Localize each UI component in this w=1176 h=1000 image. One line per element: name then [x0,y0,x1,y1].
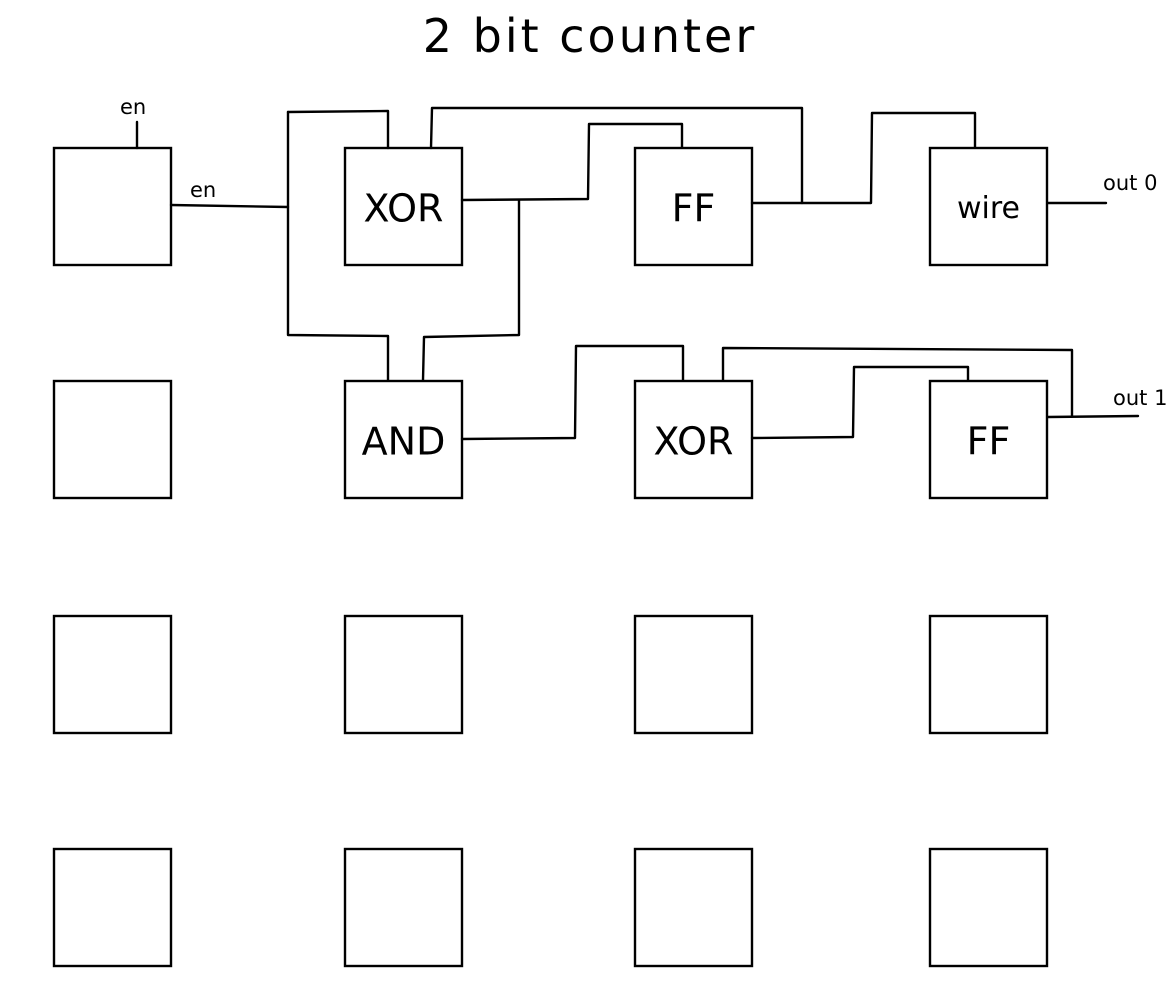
cell-box [52,146,173,267]
cell-empty-block [52,379,173,500]
cell-box [928,379,1049,500]
cell-box [633,379,754,500]
cell-box [52,847,173,968]
pin-label-out1: out 1 [1113,386,1167,410]
cell-empty-block [52,614,173,735]
cell-label: XOR [364,187,444,231]
cell-box [343,614,464,735]
cell-empty-block [633,614,754,735]
cell-box [343,146,464,267]
cell-xor-block: XOR [633,379,754,500]
cell-wire-block: wire [928,146,1049,267]
cell-box [928,847,1049,968]
wire-ff0-to-wire [750,111,977,205]
wire-en-to-bus [169,203,290,209]
cell-box [52,379,173,500]
cell-label: wire [957,191,1020,226]
cell-and-block: AND [343,379,464,500]
cell-box [52,614,173,735]
wire-xor0-to-and [421,198,521,382]
wire-xor0-to-ff0 [460,122,684,202]
wire-xor1-to-ff1 [750,365,970,440]
cell-empty-block [343,847,464,968]
wire-en-to-xor0 [286,109,390,150]
cell-box [343,847,464,968]
wire-out1 [1046,414,1140,419]
cell-ff-block: FF [928,379,1049,500]
cell-label: XOR [654,420,734,464]
cell-label: FF [967,420,1011,464]
diagram-title: 2 bit counter [423,9,758,63]
pin-label-en-top: en [120,95,146,119]
cell-box [633,614,754,735]
wire-en-bus [286,110,390,382]
pin-label-out0: out 0 [1103,171,1157,195]
cell-label: AND [362,420,446,464]
cell-box [928,614,1049,735]
cell-empty-block [52,146,173,267]
cell-box [343,379,464,500]
cell-box [633,847,754,968]
cell-empty-block [633,847,754,968]
cell-box [633,146,754,267]
pin-label-en-side: en [190,178,216,202]
cell-empty-block [52,847,173,968]
wire-ff1-feedback [721,346,1074,418]
cell-ff-block: FF [633,146,754,267]
cell-empty-block [928,847,1049,968]
wire-ff0-feedback [429,106,804,205]
cell-box [928,146,1049,267]
cell-empty-block [343,614,464,735]
cell-empty-block [928,614,1049,735]
cell-label: FF [672,187,716,231]
wire-and-to-xor1 [460,344,685,441]
cell-xor-block: XOR [343,146,464,267]
wires [135,106,1140,441]
